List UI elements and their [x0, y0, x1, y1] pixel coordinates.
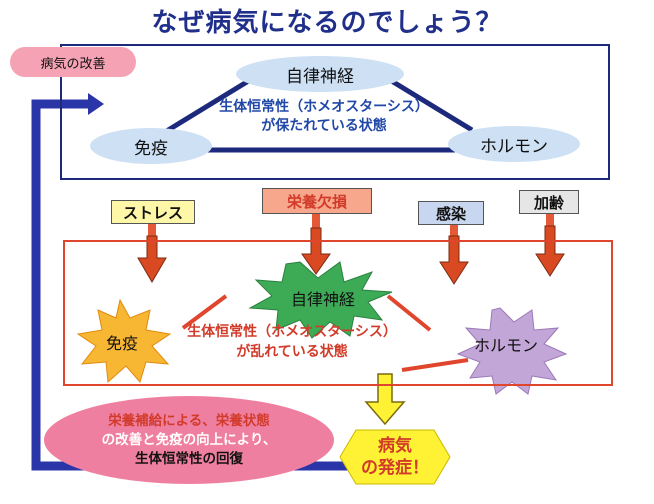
cause-aging: 加齢 — [519, 190, 579, 214]
disturbed-autonomic: 自律神経 — [290, 290, 355, 309]
cause-arrows — [137, 212, 565, 285]
feedback-loop-arrowhead — [88, 93, 104, 115]
cause-nutrition-deficiency: 栄養欠損 — [262, 188, 372, 214]
nutrition-line2: の改善と免疫の向上により、 — [101, 431, 277, 448]
star-hormone — [456, 307, 568, 395]
onset-label: 病気 の発症！ — [346, 432, 444, 482]
nutrition-line3: 生体恒常性の回復 — [134, 450, 243, 467]
healthy-homeostasis-line1: 生体恒常性（ホメオスターシス） — [219, 99, 429, 115]
star-autonomic — [248, 261, 393, 339]
disturbed-homeostasis-line1: 生体恒常性（ホメオスターシス） — [187, 324, 397, 340]
disturbed-immunity: 免疫 — [105, 334, 138, 353]
healthy-state-frame — [60, 44, 610, 180]
disturbed-state-frame — [63, 240, 613, 386]
onset-hexagon — [339, 429, 451, 485]
healthy-line-left — [163, 77, 252, 135]
healthy-homeostasis-text: 生体恒常性（ホメオスターシス） が保たれている状態 — [198, 98, 450, 136]
healthy-homeostasis-line2: が保たれている状態 — [261, 118, 387, 134]
cause-stress: ストレス — [111, 200, 195, 224]
disturbed-homeostasis-line2: が乱れている状態 — [236, 344, 348, 360]
healthy-line-right — [388, 77, 474, 133]
page-title: なぜ病気になるのでしょう？ — [151, 8, 503, 38]
healthy-autonomic: 自律神経 — [236, 56, 404, 92]
arrow-aging — [535, 225, 565, 277]
disturbed-line-right — [386, 294, 432, 332]
nutrition-line1: 栄養補給による、栄養状態 — [108, 412, 270, 429]
healthy-immunity: 免疫 — [90, 128, 212, 164]
disturbed-homeostasis-text: 生体恒常性（ホメオスターシス） が乱れている状態 — [166, 322, 418, 362]
onset-line1: 病気 — [378, 436, 412, 456]
arrow-nutrition-deficiency — [301, 227, 331, 275]
healthy-hormone: ホルモン — [448, 126, 580, 162]
star-immunity — [76, 298, 172, 384]
disturbed-line-left — [181, 294, 228, 330]
nutrition-recovery-ellipse: 栄養補給による、栄養状態 の改善と免疫の向上により、 生体恒常性の回復 — [44, 396, 334, 484]
disturbed-hormone: ホルモン — [473, 336, 538, 355]
improvement-label: 病気の改善 — [10, 47, 136, 77]
arrow-stress — [137, 235, 167, 283]
onset-line2: の発症！ — [361, 458, 429, 478]
cause-infection: 感染 — [418, 201, 484, 225]
disturbed-line-bottom — [401, 358, 469, 372]
arrow-to-onset — [364, 373, 406, 426]
